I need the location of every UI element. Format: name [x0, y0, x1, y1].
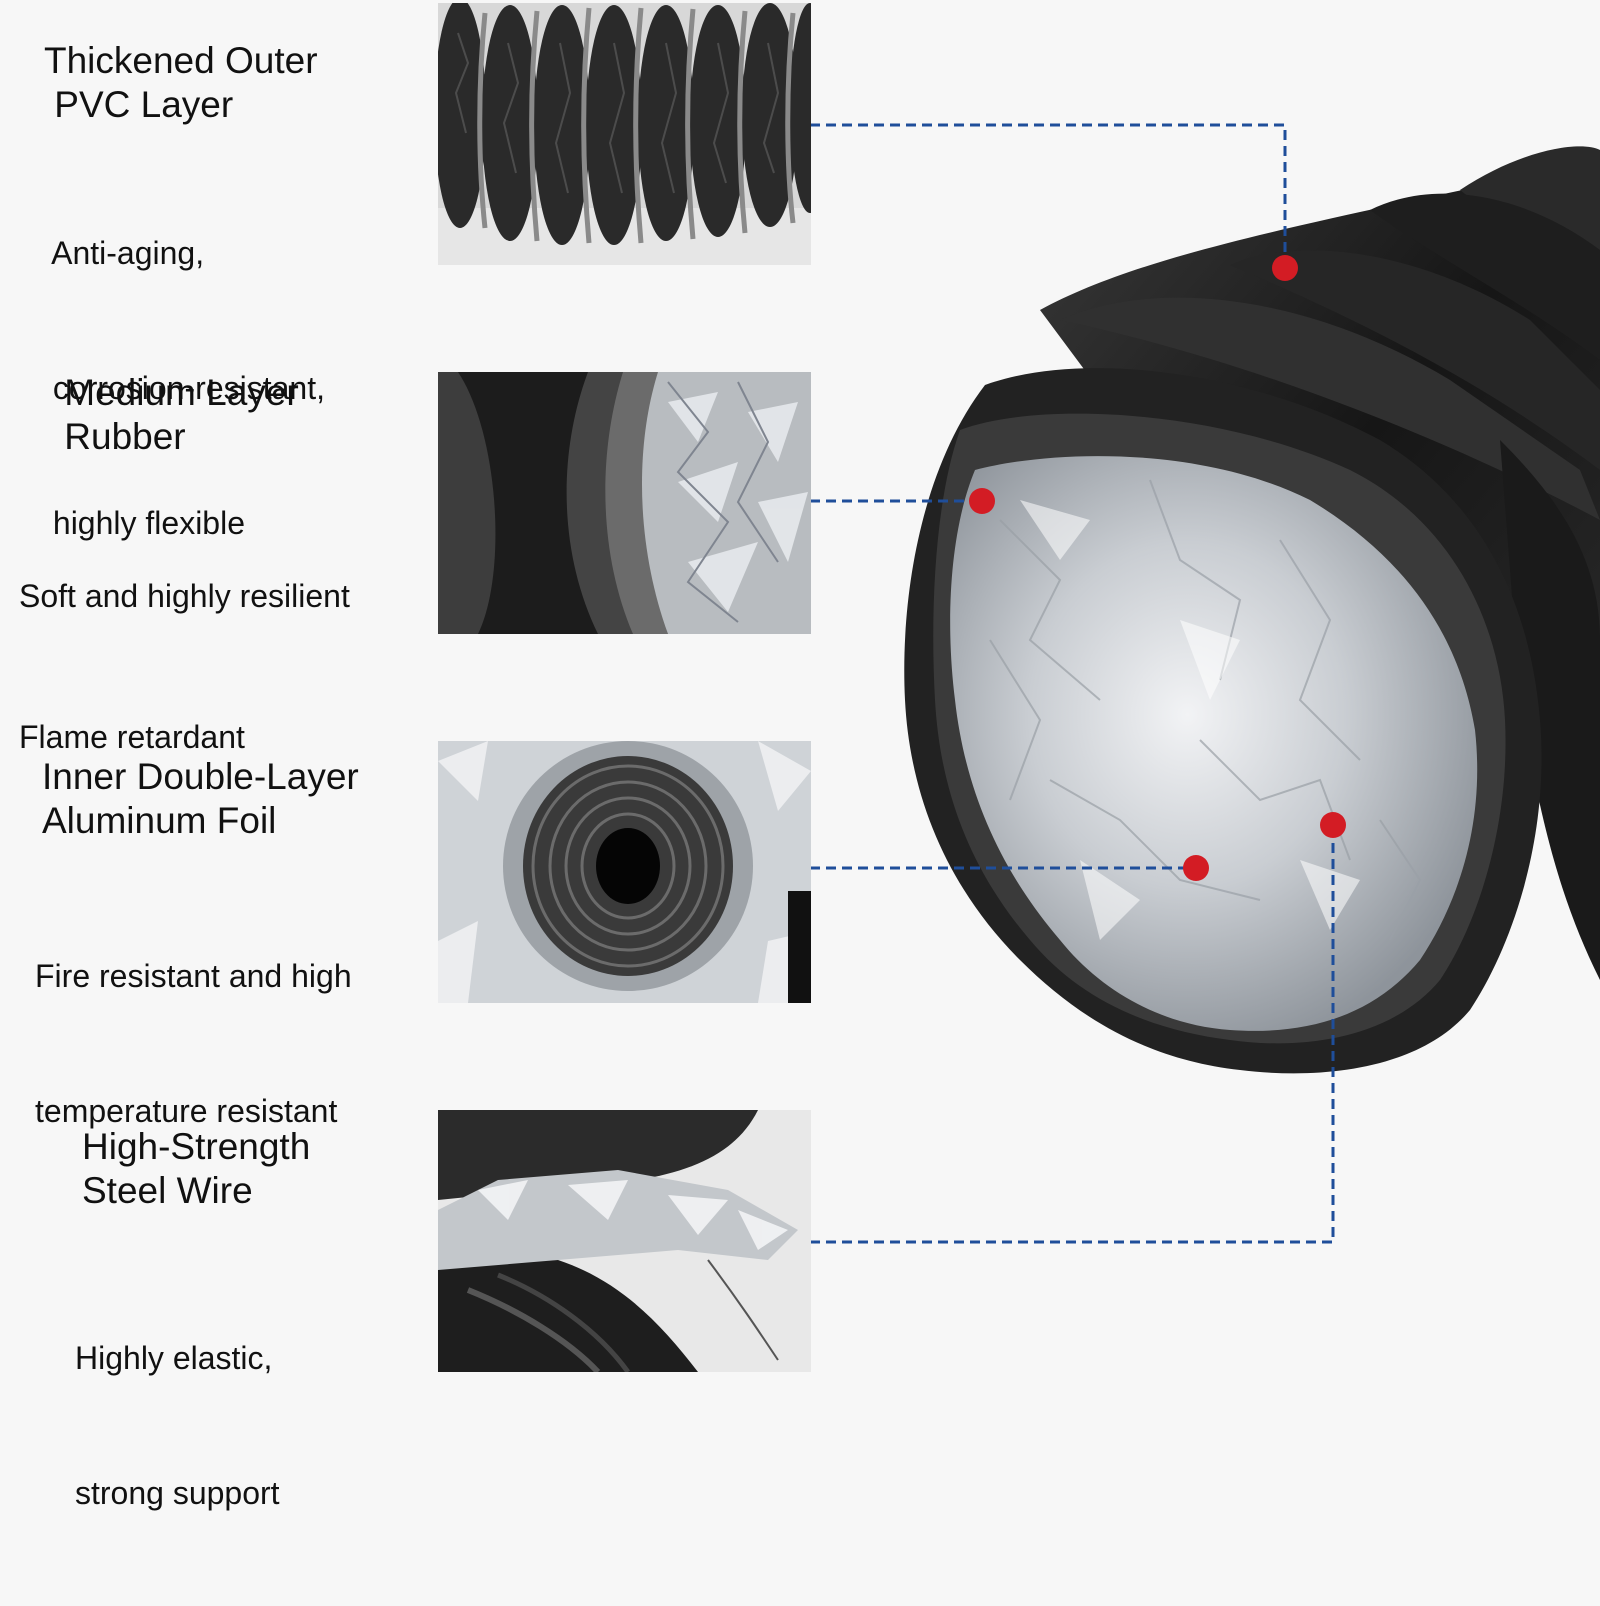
leader-lines [810, 123, 1335, 1244]
layer-aluminum-foil-description: Fire resistant and high temperature resi… [35, 864, 352, 1224]
desc-line: temperature resistant [35, 1093, 338, 1129]
layer-rubber: Medium Layer Rubber [54, 371, 299, 459]
layer-aluminum-foil: Inner Double-Layer Aluminum Foil [42, 755, 359, 843]
layer-title: Steel Wire [82, 1170, 253, 1211]
marker-dot-outer-pvc [1272, 255, 1298, 281]
aluminum-foil-interior-photo [438, 741, 811, 1003]
layer-description: Anti-aging, corrosion-resistant, highly … [44, 141, 325, 636]
layer-title: Aluminum Foil [42, 800, 277, 841]
layer-title: Rubber [54, 416, 186, 457]
layer-steel-wire-description: Highly elastic, strong support [75, 1246, 280, 1606]
layer-markers [969, 255, 1346, 881]
layer-title: High-Strength [82, 1126, 311, 1167]
desc-line: highly flexible [44, 505, 245, 541]
corrugated-black-duct-photo [438, 3, 811, 265]
leader-line-steel-wire [810, 825, 1335, 1244]
layer-description: Soft and highly resilient Flame retardan… [19, 479, 350, 855]
desc-line: strong support [75, 1475, 280, 1511]
layer-outer-pvc: Thickened Outer PVC Layer Anti-aging, co… [44, 39, 325, 636]
marker-dot-foil [1183, 855, 1209, 881]
layer-description: Fire resistant and high temperature resi… [35, 864, 352, 1224]
layer-description: Highly elastic, strong support [75, 1246, 280, 1606]
desc-line: corrosion-resistant, [44, 370, 325, 406]
layer-title: Medium Layer [54, 372, 299, 413]
desc-line: Anti-aging, [44, 235, 205, 271]
steel-wire-photo [438, 1110, 811, 1372]
layer-title: PVC Layer [44, 84, 234, 125]
foil-highlights [1020, 500, 1360, 940]
marker-dot-rubber [969, 488, 995, 514]
rubber-foam-layer-photo [438, 372, 811, 634]
layer-rubber-description: Soft and highly resilient Flame retardan… [19, 479, 350, 855]
leader-line-outer-pvc [810, 123, 1287, 268]
desc-line: Fire resistant and high [35, 958, 352, 994]
layer-title: Inner Double-Layer [42, 756, 359, 797]
desc-line: Flame retardant [19, 719, 245, 755]
desc-line: Highly elastic, [75, 1340, 273, 1376]
layer-steel-wire: High-Strength Steel Wire [82, 1125, 310, 1213]
marker-dot-steel-wire [1320, 812, 1346, 838]
desc-line: Soft and highly resilient [19, 578, 350, 614]
layer-title: Thickened Outer [44, 40, 318, 81]
